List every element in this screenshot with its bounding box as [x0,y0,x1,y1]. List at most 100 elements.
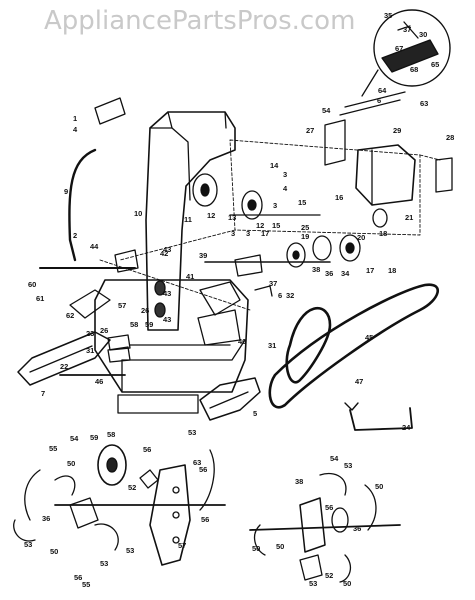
part-label: 65 [431,60,439,69]
part-label: 53 [126,546,134,555]
discharge-chute [145,111,236,331]
part-label: 13 [228,213,236,222]
part-label: 67 [395,44,403,53]
part-label: 15 [298,198,306,207]
detail-inset-circle [361,9,451,97]
part-label: 58 [130,320,138,329]
part-label: 53 [100,559,108,568]
shafts [39,214,401,531]
part-label: 18 [379,229,387,238]
part-label: 56 [143,445,151,454]
part-label: 22 [60,362,68,371]
part-label: 17 [366,266,374,275]
part-label: 28 [446,133,454,142]
cable [68,148,97,262]
part-label: 61 [36,294,44,303]
part-label: 46 [95,377,103,386]
part-label: 31 [268,341,276,350]
part-label: 50 [50,547,58,556]
part-label: 26 [141,306,149,315]
part-label: 37 [269,279,277,288]
part-label: 15 [272,221,280,230]
part-label: 54 [322,106,331,115]
part-label: 45 [365,333,373,342]
part-label: 16 [335,193,343,202]
part-label: 68 [410,65,418,74]
part-label: 29 [393,126,401,135]
part-label: 47 [355,377,363,386]
watermark: AppliancePartsPros.com [44,6,356,36]
part-label: 43 [163,315,171,324]
part-label: 4 [283,184,288,193]
part-label: 3 [283,170,287,179]
part-label: 56 [74,573,82,582]
part-label: 35 [384,11,392,20]
auger-assembly-right [253,472,377,583]
part-label: 20 [357,233,365,242]
part-label: 44 [90,242,99,251]
part-label: 58 [107,430,115,439]
part-label: 6 [377,96,381,105]
part-label: 5 [253,409,257,418]
part-label: 10 [134,209,142,218]
part-label: 24 [402,423,411,432]
part-label: 26 [100,326,108,335]
part-label: 32 [286,291,294,300]
part-label: 55 [49,444,57,453]
part-label: 63 [420,99,428,108]
part-label: 50 [252,544,260,553]
part-label: 9 [64,187,68,196]
part-label: 34 [341,269,350,278]
part-label: 27 [306,126,314,135]
part-label: 55 [82,580,90,589]
part-label: 36 [353,524,361,533]
part-label: 50 [67,459,75,468]
part-label: 56 [199,465,207,474]
pulleys [154,173,388,318]
part-label: 37 [403,25,411,34]
part-label: 18 [388,266,396,275]
part-label: 43 [163,289,171,298]
part-label: 6 [278,291,282,300]
part-label: 38 [312,265,320,274]
part-label: 53 [24,540,32,549]
part-label: 4 [73,125,78,134]
part-label: 59 [90,433,98,442]
part-label: 40 [238,337,246,346]
part-label: 36 [325,269,333,278]
part-label: 2 [73,231,77,240]
part-label: 63 [193,458,201,467]
part-label: 38 [295,477,303,486]
part-label: 21 [405,213,413,222]
part-label: 42 [160,249,168,258]
part-label: 53 [309,579,317,588]
hardware [94,97,273,363]
part-label: 53 [344,461,352,470]
part-label: 52 [128,483,136,492]
part-label: 57 [178,541,186,550]
auger-assembly-left [13,444,215,566]
part-label: 41 [186,272,194,281]
part-label: 25 [301,223,309,232]
part-label: 54 [330,454,339,463]
part-label: 7 [41,389,45,398]
part-label: 11 [184,215,192,224]
part-label: 19 [301,232,309,241]
part-label: 31 [86,346,94,355]
part-label: 17 [261,229,269,238]
part-label: 12 [207,211,215,220]
auger-housing [94,279,249,414]
part-label: 50 [375,482,383,491]
part-label: 50 [343,579,351,588]
part-label: 1 [73,114,77,123]
part-label: 50 [276,542,284,551]
part-label: 52 [325,571,333,580]
part-label: 60 [28,280,36,289]
part-label: 30 [419,30,427,39]
part-label: 56 [201,515,209,524]
part-label: 12 [256,221,264,230]
part-label: 43 [163,245,171,254]
